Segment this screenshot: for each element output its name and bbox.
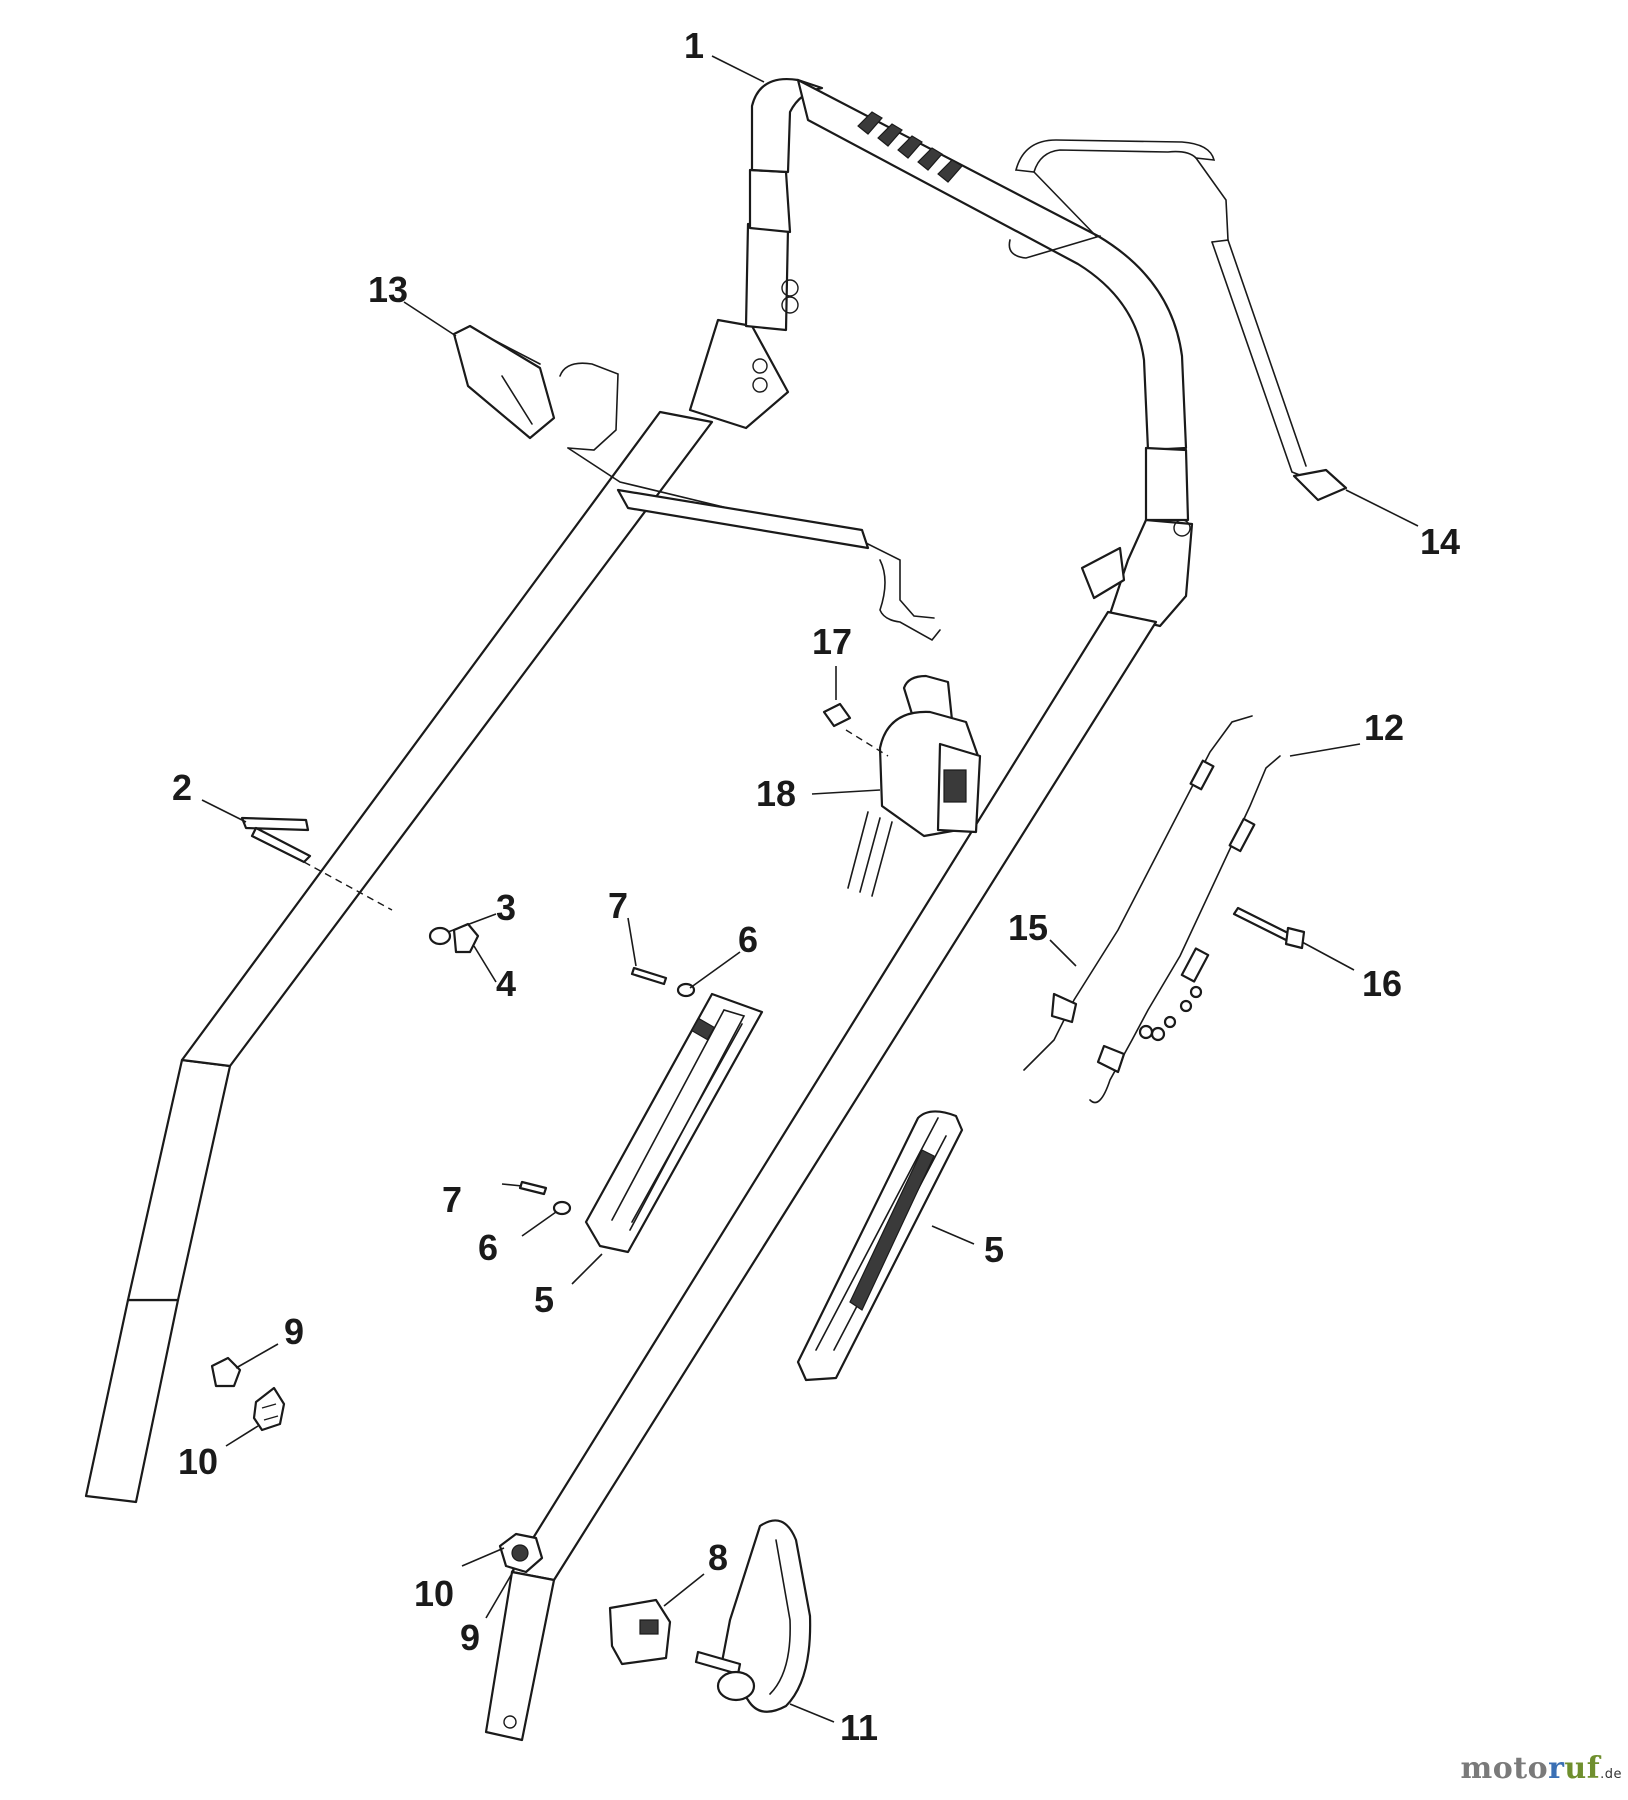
callout-4: 4 — [496, 963, 516, 1004]
brand-part-a: moto — [1460, 1751, 1549, 1786]
callout-16: 16 — [1362, 963, 1402, 1004]
brand-watermark: motoruf.de — [1460, 1751, 1622, 1786]
callout-10a: 10 — [178, 1441, 218, 1482]
part-bail-lever — [1008, 139, 1348, 502]
callout-1: 1 — [684, 25, 704, 66]
part-pin — [240, 816, 312, 864]
callout-7b: 7 — [442, 1179, 462, 1220]
part-upper-handle — [84, 78, 1194, 1742]
callout-11: 11 — [840, 1707, 878, 1748]
part-screws-washers — [518, 966, 696, 1216]
brand-part-b: r — [1548, 1751, 1565, 1786]
callout-13: 13 — [368, 269, 408, 310]
part-cable-guide-right — [796, 1110, 964, 1382]
brand-part-c: uf — [1564, 1751, 1601, 1786]
part-knob-lever — [694, 1519, 812, 1713]
callout-17: 17 — [812, 621, 852, 662]
part-nut-knob-left — [210, 1356, 286, 1432]
callout-9b: 9 — [460, 1617, 480, 1658]
callout-2: 2 — [172, 767, 192, 808]
leader-lines — [201, 55, 1419, 1723]
callout-15: 15 — [1008, 907, 1048, 948]
callout-9a: 9 — [284, 1311, 304, 1352]
callout-5a: 5 — [534, 1279, 554, 1320]
callout-14: 14 — [1420, 521, 1460, 562]
callout-8: 8 — [708, 1537, 728, 1578]
callout-6b: 6 — [478, 1227, 498, 1268]
callout-18: 18 — [756, 773, 796, 814]
callout-labels: 1 2 3 4 5 5 5 6 6 7 7 8 9 9 10 10 11 12 … — [172, 25, 1460, 1748]
part-drive-lever — [452, 324, 941, 642]
part-bolt — [1232, 906, 1306, 950]
callout-7a: 7 — [608, 885, 628, 926]
part-nut-knob-right — [498, 1532, 544, 1574]
part-cables — [1023, 715, 1281, 1104]
callout-3: 3 — [496, 887, 516, 928]
callout-5b: 5 — [984, 1229, 1004, 1270]
part-clip — [608, 1598, 672, 1666]
callout-6a: 6 — [738, 919, 758, 960]
part-cable-guide-left — [584, 992, 764, 1254]
callout-12: 12 — [1364, 707, 1404, 748]
callout-10b: 10 — [414, 1573, 454, 1614]
brand-part-d: .de — [1600, 1767, 1622, 1782]
part-washer-nut-3-4 — [428, 922, 480, 954]
part-control-box — [822, 674, 982, 897]
